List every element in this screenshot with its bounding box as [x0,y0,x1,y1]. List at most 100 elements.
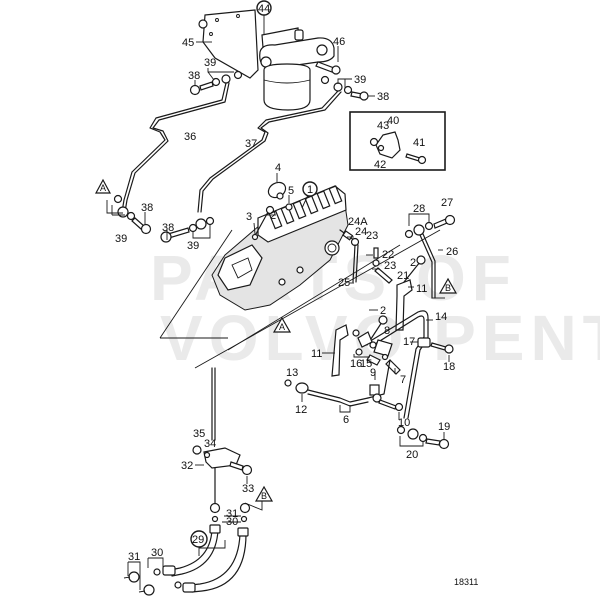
part-label: 38 [162,222,174,234]
leader [207,68,234,81]
nut-35 [192,445,202,455]
part-label: 39 [187,240,199,252]
part-label: 23 [384,260,396,272]
bolt-38-head [160,231,172,243]
bracket-32-assembly [192,445,253,476]
leader [399,436,424,447]
leader [127,561,141,590]
pipe-25 [352,244,356,283]
callout-b-letter: B [445,283,451,293]
bracket-hole [209,32,213,36]
part-label: 24A [348,216,368,228]
pipe-14-outline [374,315,425,419]
part-label: 34 [204,438,216,450]
label-circle [256,0,272,16]
part-label: 35 [193,428,205,440]
triangle [272,316,292,333]
detail-inset [349,111,446,171]
rod-2-end [265,205,275,215]
washer-8 [369,341,377,349]
delivery-valve [280,205,295,225]
leader [253,222,256,235]
callout-a-letter: A [100,183,106,193]
nut-31d [143,584,155,596]
small-parts-upper [251,181,293,241]
bolt-38-left-head [189,84,201,96]
part-label: 2 [270,210,276,222]
part-label: 17 [403,336,415,348]
leader [301,194,309,209]
nut-12 [295,382,309,394]
hose-assembly [123,467,251,596]
fitting-8 [373,339,393,357]
leader-line [194,229,441,369]
part-label: 10 [398,417,410,429]
circled-label-29: 29 [190,530,208,548]
callout-a-pump: A [272,316,292,333]
label-circle [190,530,208,548]
pipe-25-outline [355,244,359,283]
part-label: 4 [275,162,281,174]
screw-10 [378,399,397,410]
hose-end [237,527,249,537]
o-ring-42 [377,144,385,152]
part-label: 12 [295,404,307,416]
fitting-24 [342,230,354,241]
olive-30b [240,515,248,523]
leader [408,213,430,226]
rod-2-end [416,255,426,265]
screw-15 [366,354,381,366]
washer [113,194,123,204]
delivery-valve [328,185,343,205]
callout-b-letter: B [261,491,267,501]
fuel-filter-assembly [189,9,369,111]
washer-7 [381,353,389,361]
leader [138,590,146,593]
bracket-stud [198,19,208,29]
callout-a-top: A [94,178,112,194]
pipe-6-outline [307,393,369,407]
fuel-pipe-36 [121,82,227,213]
banjo-fitting [195,218,207,230]
rod-2 [403,261,421,283]
part-label: 30 [226,516,238,528]
delivery-valve [292,200,307,220]
leader [192,225,211,239]
olive-30c [153,568,161,576]
part-label: 2 [380,305,386,317]
part-label: 13 [286,367,298,379]
washer-28 [404,229,414,239]
callout-b-top: B [438,277,458,294]
clamp-9-ring [372,393,382,403]
triangle [254,485,274,502]
pipe-26 [419,234,433,299]
banjo-fitting [117,206,129,218]
part-label: 24 [355,226,367,238]
part-label: 38 [141,202,153,214]
washer [233,70,243,80]
part-label: 33 [242,483,254,495]
part-labels: 45 46 39 38 39 38 43 40 41 42 36 37 4 5 … [115,36,458,563]
part-label: 25 [338,277,350,289]
part-label: 14 [435,311,447,323]
part-label: 11 [311,348,322,360]
triangle [438,277,458,294]
bracket-11 [395,279,413,331]
bolt-38-right-head [359,91,369,101]
reference-number: 18311 [454,577,478,587]
bolt-46-head [331,65,341,75]
screw-10-head [394,402,404,412]
hose-end-lower [162,565,176,576]
pump-port-inner [327,243,337,253]
hose-end [209,524,221,534]
return-line-parts [404,214,456,299]
part-label: 5 [288,185,294,197]
cover-4-center [276,192,284,200]
washer-28 [424,221,434,231]
part-label: 31 [226,508,238,520]
left-fittings [113,194,152,235]
part-label: 3 [246,211,252,223]
screw-21 [374,267,393,284]
delivery-valve [316,190,331,210]
